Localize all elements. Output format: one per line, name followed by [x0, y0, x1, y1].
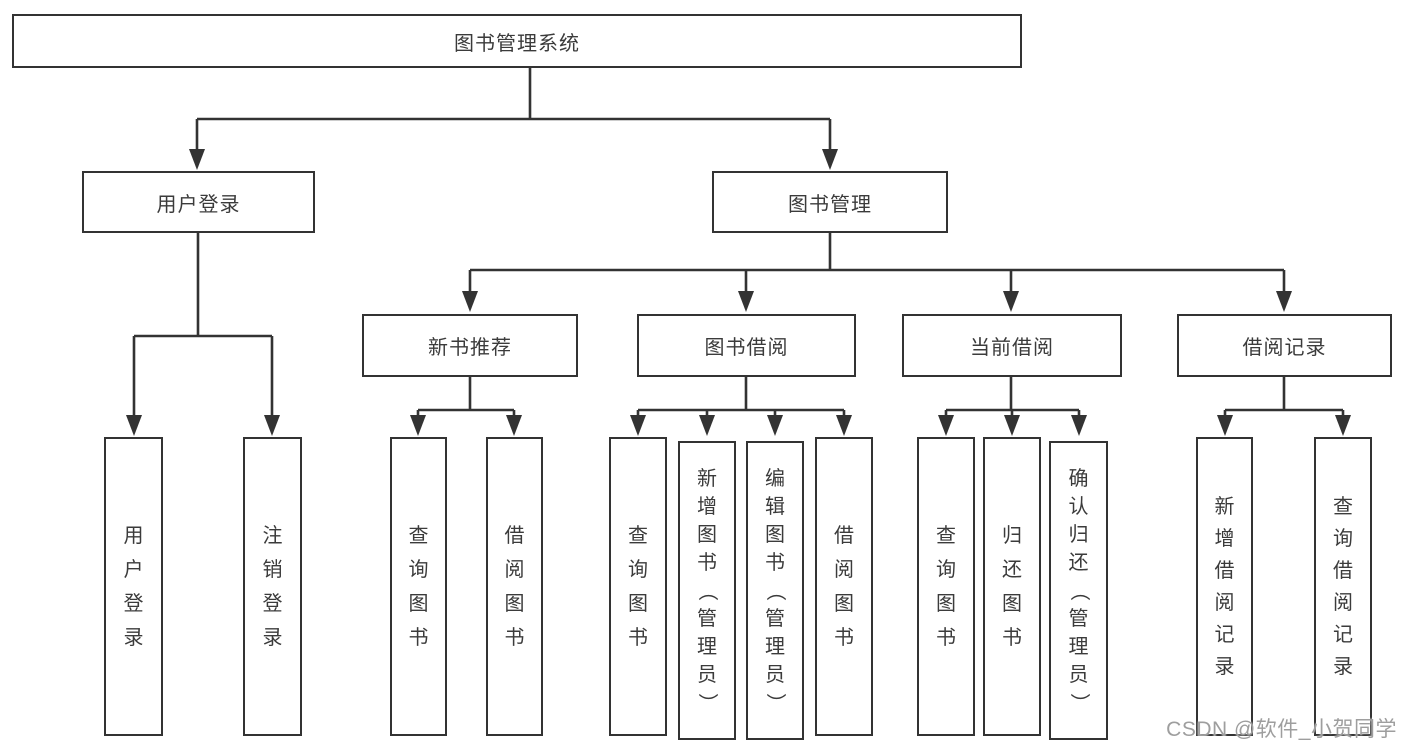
- leaf-nb-query-books-label: 查询图书: [408, 524, 429, 649]
- connector-root: [195, 68, 832, 151]
- leaf-bb-query-books-label: 查询图书: [628, 524, 648, 649]
- arrowhead: [767, 415, 783, 436]
- leaf-cb-return-books: 归还图书: [983, 437, 1041, 736]
- leaf-nb-query-books: 查询图书: [390, 437, 447, 736]
- leaf-user-login: 用户登录: [104, 437, 163, 736]
- arrowhead: [938, 415, 954, 436]
- csdn-watermark: CSDN @软件_小贺同学: [1166, 718, 1397, 741]
- arrowhead: [1335, 415, 1351, 436]
- leaf-user-login-label: 用户登录: [123, 524, 144, 649]
- leaf-br-add-record: 新增借阅记录: [1196, 437, 1253, 736]
- arrowhead: [410, 415, 426, 436]
- arrowhead: [1276, 291, 1292, 312]
- node-current-borrow-label: 当前借阅: [970, 337, 1054, 359]
- leaf-cb-query-books-label: 查询图书: [936, 524, 956, 649]
- arrowhead: [189, 149, 205, 170]
- node-user-login: 用户登录: [82, 171, 315, 233]
- leaf-bb-edit-books-admin-label: 编辑图书（管理员）: [764, 467, 786, 713]
- leaf-br-add-record-label: 新增借阅记录: [1214, 495, 1235, 678]
- leaf-nb-borrow-books-label: 借阅图书: [504, 524, 525, 649]
- leaf-cb-return-books-label: 归还图书: [1002, 524, 1022, 649]
- leaf-bb-edit-books-admin: 编辑图书（管理员）: [746, 441, 804, 740]
- arrowhead: [699, 415, 715, 436]
- connector-new-book-recommend: [416, 377, 516, 416]
- leaf-bb-add-books-admin-label: 新增图书（管理员）: [696, 467, 718, 713]
- connector-user-login: [132, 233, 274, 416]
- leaf-br-query-record: 查询借阅记录: [1314, 437, 1372, 736]
- leaf-cb-query-books: 查询图书: [917, 437, 975, 736]
- node-book-borrow: 图书借阅: [637, 314, 856, 377]
- node-borrow-records: 借阅记录: [1177, 314, 1392, 377]
- arrowhead: [462, 291, 478, 312]
- connector-book-borrow: [636, 377, 846, 416]
- connector-current-borrow: [944, 377, 1081, 416]
- arrowhead: [822, 149, 838, 170]
- leaf-cb-confirm-return-admin: 确认归还（管理员）: [1049, 441, 1108, 740]
- leaf-bb-borrow-books: 借阅图书: [815, 437, 873, 736]
- arrowhead: [630, 415, 646, 436]
- leaf-logout-login: 注销登录: [243, 437, 302, 736]
- connector-book-management: [468, 233, 1286, 292]
- arrowhead: [264, 415, 280, 436]
- node-book-management: 图书管理: [712, 171, 948, 233]
- arrowhead: [506, 415, 522, 436]
- node-new-book-recommend-label: 新书推荐: [428, 337, 512, 359]
- node-book-borrow-label: 图书借阅: [704, 337, 789, 359]
- leaf-bb-query-books: 查询图书: [609, 437, 667, 736]
- arrowhead: [1071, 415, 1087, 436]
- node-user-login-label: 用户登录: [156, 193, 241, 216]
- node-root-label: 图书管理系统: [454, 32, 580, 55]
- node-borrow-records-label: 借阅记录: [1242, 337, 1327, 359]
- arrowhead: [1217, 415, 1233, 436]
- node-root: 图书管理系统: [12, 14, 1022, 68]
- arrowhead: [1003, 291, 1019, 312]
- arrowhead: [126, 415, 142, 436]
- leaf-bb-add-books-admin: 新增图书（管理员）: [678, 441, 736, 740]
- node-book-management-label: 图书管理: [788, 193, 872, 216]
- leaf-br-query-record-label: 查询借阅记录: [1333, 495, 1353, 678]
- connector-borrow-records: [1223, 377, 1345, 416]
- node-current-borrow: 当前借阅: [902, 314, 1122, 377]
- leaf-nb-borrow-books: 借阅图书: [486, 437, 543, 736]
- arrowhead: [1004, 415, 1020, 436]
- arrowhead: [836, 415, 852, 436]
- leaf-bb-borrow-books-label: 借阅图书: [834, 524, 854, 649]
- node-new-book-recommend: 新书推荐: [362, 314, 578, 377]
- leaf-cb-confirm-return-admin-label: 确认归还（管理员）: [1067, 467, 1090, 713]
- leaf-logout-login-label: 注销登录: [262, 524, 283, 649]
- arrowhead: [738, 291, 754, 312]
